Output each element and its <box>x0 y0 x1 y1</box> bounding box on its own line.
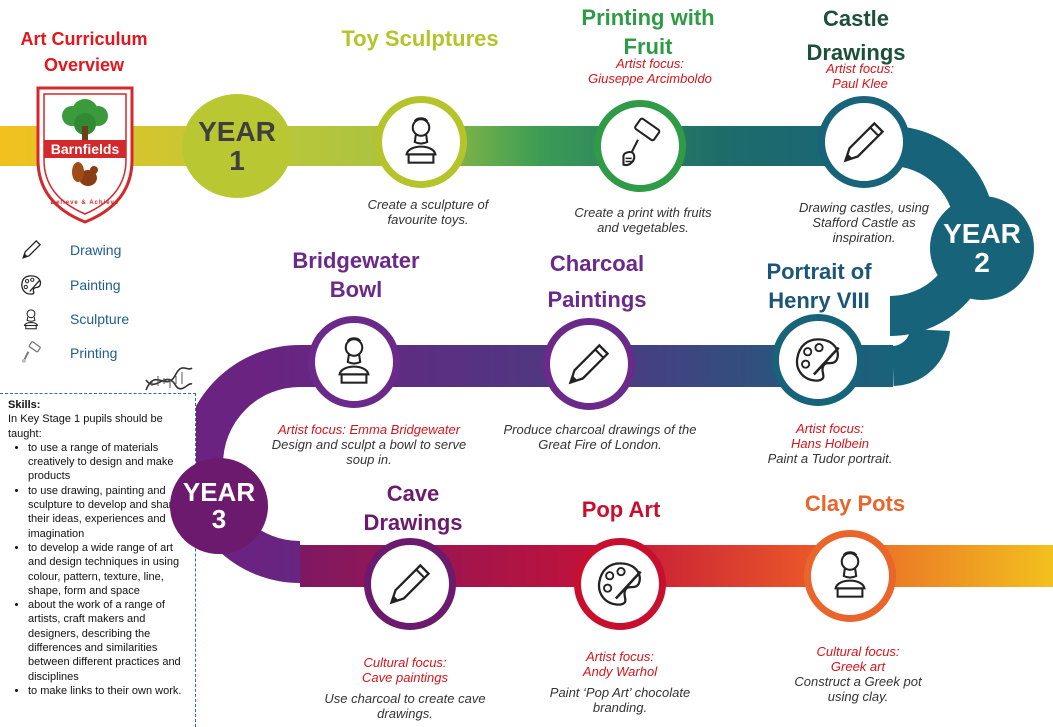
project-desc-cave: Use charcoal to create cave drawings. <box>324 691 486 721</box>
project-desc-charcoal: Produce charcoal drawings of the Great F… <box>503 422 697 452</box>
project-circle-bowl <box>308 316 400 408</box>
project-title-fruit: Printing with Fruit <box>581 5 715 59</box>
dna-icon <box>144 364 194 394</box>
school-name: Barnfields <box>50 141 120 157</box>
pencil-icon <box>843 121 885 163</box>
project-title-charcoal: Charcoal Paintings <box>547 251 647 312</box>
palette-icon <box>597 562 642 606</box>
palette-icon <box>795 338 840 382</box>
project-title-popart: Pop Art <box>581 497 661 522</box>
skills-list: to use a range of materials creatively t… <box>8 441 189 698</box>
legend-painting: Painting <box>18 272 121 298</box>
project-title-castle: Castle Drawings <box>806 6 906 65</box>
focus-label: Cultural focus: <box>816 644 900 659</box>
project-desc-popart: Paint ‘Pop Art’ chocolate branding. <box>549 685 691 715</box>
year-2-marker: YEAR 2 <box>930 196 1034 300</box>
project-circle-cave <box>364 538 456 630</box>
focus-name: Giuseppe Arcimboldo <box>588 71 712 86</box>
palette-icon <box>21 275 42 295</box>
focus-label: Artist focus: <box>826 61 894 76</box>
legend-label: Painting <box>70 277 121 293</box>
skills-intro: In Key Stage 1 pupils should be taught: <box>8 413 163 440</box>
skills-item: to develop a wide range of art and desig… <box>28 541 189 598</box>
year-3-marker: YEAR 3 <box>170 458 268 554</box>
project-desc-portrait: Paint a Tudor portrait. <box>767 451 893 466</box>
project-circle-portrait <box>772 314 864 406</box>
project-focus-portrait: Artist focus: Hans Holbein Paint a Tudor… <box>750 421 910 466</box>
bust-icon <box>834 551 866 598</box>
legend-label: Printing <box>70 345 118 361</box>
year-word: YEAR <box>943 217 1021 249</box>
project-desc-clay: Construct a Greek pot using clay. <box>794 674 922 704</box>
paint-roller-icon <box>21 341 41 363</box>
bust-icon <box>338 337 370 384</box>
project-title-toy: Toy Sculptures <box>341 26 499 51</box>
project-focus-fruit: Artist focus: Giuseppe Arcimboldo <box>565 56 735 86</box>
skills-box: Skills: In Key Stage 1 pupils should be … <box>0 393 196 727</box>
year-word: YEAR <box>198 115 276 147</box>
project-desc-fruit: Create a print with fruits and vegetable… <box>574 205 712 235</box>
project-desc-toy: Create a sculpture of favourite toys. <box>367 197 489 227</box>
legend-sculpture: Sculpture <box>18 306 129 332</box>
year-1-marker: YEAR 1 <box>182 94 292 198</box>
school-logo: Barnfields Believe & Achieve <box>30 82 140 224</box>
pencil-icon <box>22 239 42 259</box>
project-focus-cave: Cultural focus: Cave paintings Use charc… <box>320 655 490 721</box>
school-motto: Believe & Achieve <box>50 200 120 206</box>
year-number: 3 <box>211 504 227 534</box>
year-number: 1 <box>229 145 245 176</box>
focus-name: Paul Klee <box>832 76 888 91</box>
project-focus-clay: Cultural focus: Greek art Construct a Gr… <box>778 644 938 704</box>
project-circle-castle <box>818 96 910 188</box>
page-title: Art Curriculum Overview <box>20 29 148 75</box>
legend-label: Sculpture <box>70 311 130 327</box>
skills-item: to use a range of materials creatively t… <box>28 441 189 484</box>
skills-heading: Skills: <box>8 399 41 411</box>
year-number: 2 <box>974 247 990 278</box>
project-desc-bowl: Design and sculpt a bowl to serve soup i… <box>271 437 467 467</box>
focus-name: Cave paintings <box>362 670 448 685</box>
project-circle-fruit <box>594 100 686 192</box>
skills-item: to make links to their own work. <box>28 684 189 698</box>
skills-item: to use drawing, painting and sculpture t… <box>28 484 189 541</box>
legend-label: Drawing <box>70 242 122 258</box>
project-circle-charcoal <box>543 318 635 410</box>
project-focus-castle: Artist focus: Paul Klee <box>795 61 925 91</box>
focus-name: Greek art <box>830 659 886 674</box>
focus-label: Artist focus: <box>586 649 654 664</box>
year-word: YEAR <box>182 476 256 507</box>
focus-label: Cultural focus: <box>363 655 447 670</box>
bust-icon <box>405 117 437 164</box>
project-title-bowl: Bridgewater Bowl <box>292 248 420 302</box>
project-focus-popart: Artist focus: Andy Warhol Paint ‘Pop Art… <box>540 649 700 715</box>
project-circle-clay <box>804 530 896 622</box>
bust-icon <box>23 309 39 330</box>
focus-name: Hans Holbein <box>790 436 870 451</box>
project-title-cave: Cave Drawings <box>363 481 463 535</box>
legend-drawing: Drawing <box>18 237 121 263</box>
project-focus-bowl: Artist focus: Emma Bridgewater Design an… <box>258 422 480 467</box>
project-title-portrait: Portrait of Henry VIII <box>766 259 872 313</box>
pencil-icon <box>389 563 431 605</box>
project-title-clay: Clay Pots <box>804 491 906 516</box>
focus-label: Artist focus: <box>277 422 350 437</box>
project-circle-popart <box>574 538 666 630</box>
skills-item: about the work of a range of artists, cr… <box>28 598 189 684</box>
project-circle-toy <box>375 96 467 188</box>
paint-roller-icon <box>622 117 661 167</box>
legend-printing: Printing <box>18 340 117 366</box>
project-desc-castle: Drawing castles, using Stafford Castle a… <box>798 200 930 245</box>
focus-name: Andy Warhol <box>582 664 658 679</box>
focus-label: Artist focus: <box>796 421 864 436</box>
focus-label: Artist focus: <box>616 56 684 71</box>
focus-name: Emma Bridgewater <box>349 422 461 437</box>
pencil-icon <box>568 343 610 385</box>
